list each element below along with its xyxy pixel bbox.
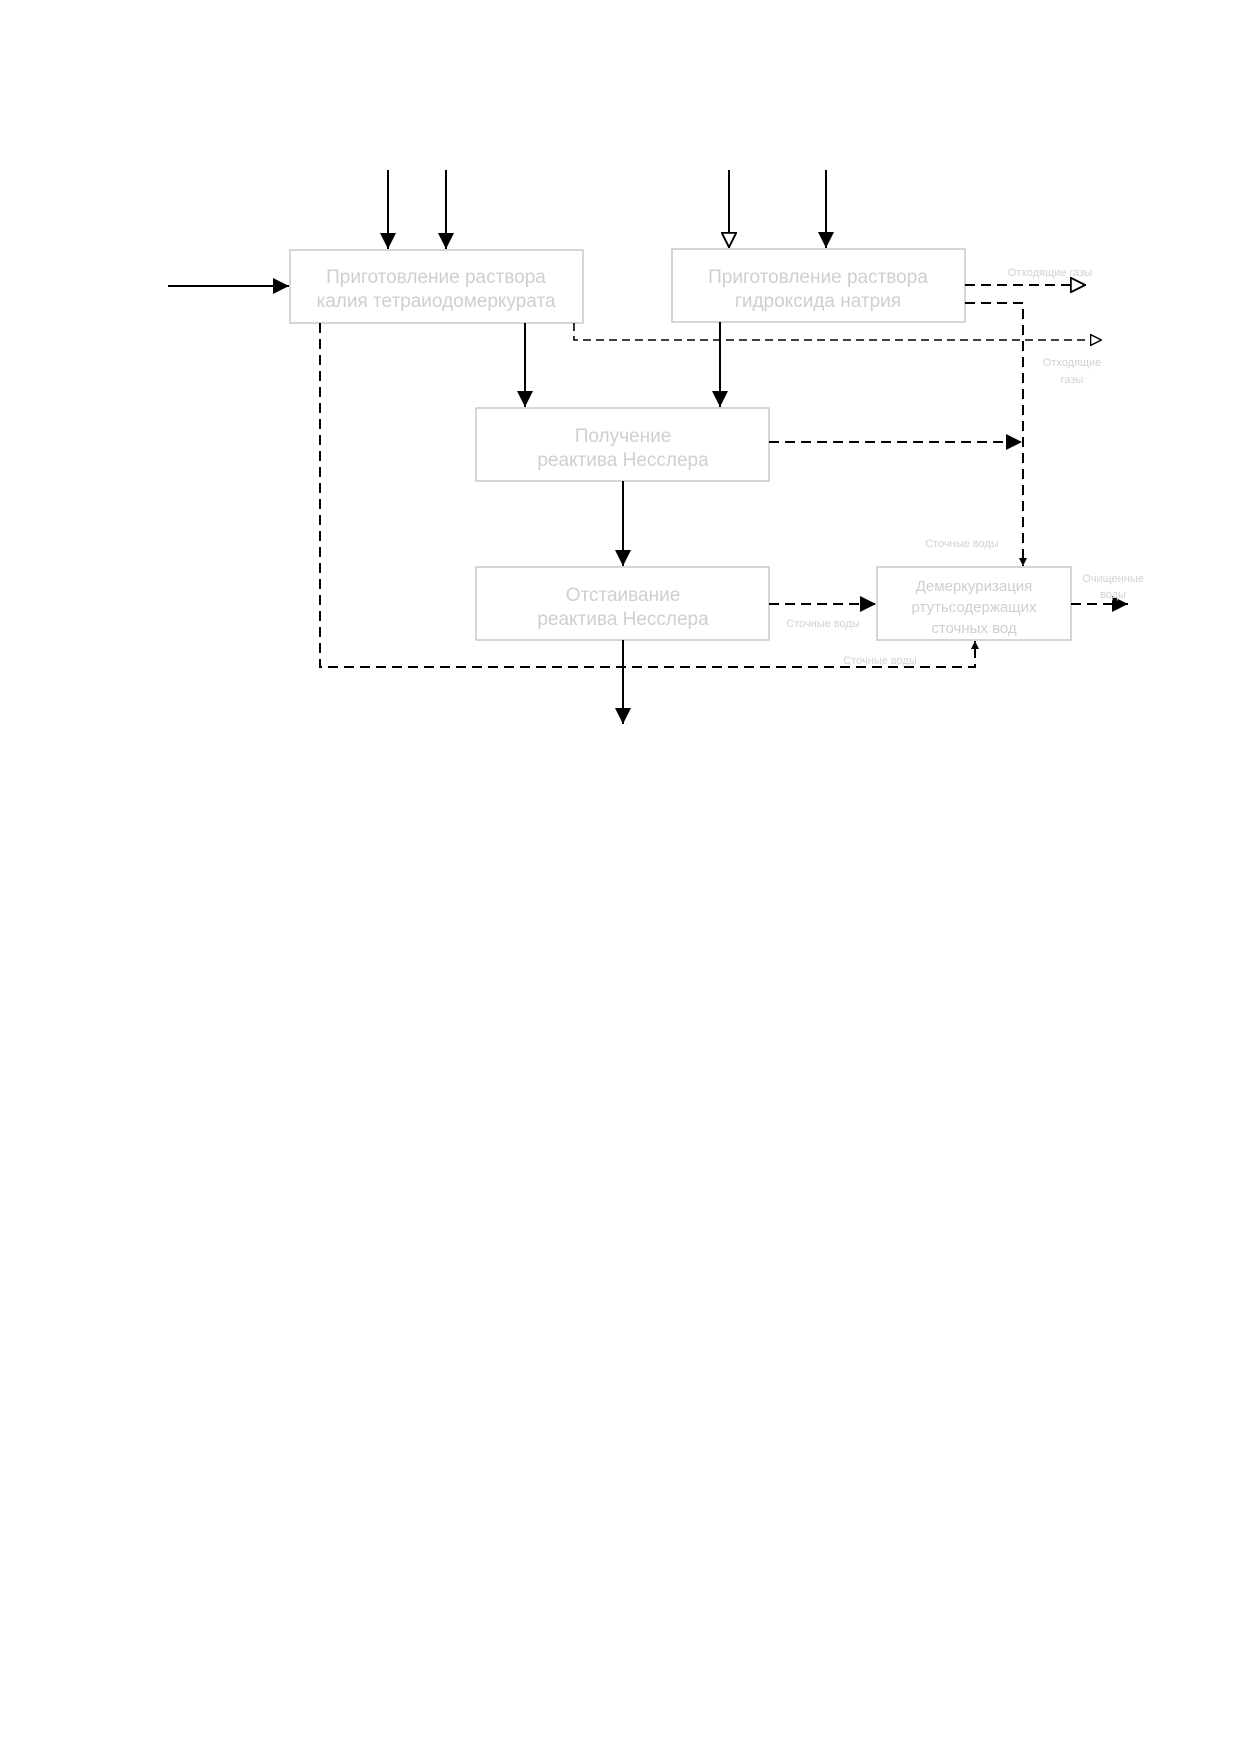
- box-label-line: Приготовление раствора: [708, 267, 928, 288]
- box-sodium-hydroxide: Приготовление раствора гидроксида натрия: [671, 248, 966, 323]
- offgas-arrow-box1: [573, 323, 1102, 340]
- label-treated-water-line1: Очищенные: [1082, 573, 1144, 585]
- wastewater-line-box2-to-box5: [965, 302, 1027, 566]
- box-label-line: калия тетраиодомеркурата: [316, 291, 555, 312]
- label-wastewater-top: Сточные воды: [925, 538, 999, 550]
- box-label-line: Демеркуризация: [916, 578, 1033, 595]
- box-label-line: реактива Несслера: [537, 609, 709, 630]
- box-demercurization: Демеркуризация ртутьсодержащих сточных в…: [876, 566, 1072, 641]
- box-label-line: сточных вод: [931, 620, 1017, 637]
- box-label-line: Получение: [575, 426, 672, 447]
- box-nessler-settling: Отстаивание реактива Несслера: [475, 566, 770, 641]
- box-label-line: Отстаивание: [566, 585, 681, 606]
- box-label-line: Приготовление раствора: [326, 267, 546, 288]
- label-wastewater-box4: Сточные воды: [786, 618, 860, 630]
- label-offgas-mid-line2: газы: [1061, 374, 1084, 386]
- box-label-line: гидроксида натрия: [735, 291, 901, 312]
- box-label-line: ртутьсодержащих: [912, 599, 1037, 616]
- label-treated-water-line2: воды: [1100, 589, 1126, 601]
- box-nessler-preparation: Получение реактива Несслера: [475, 407, 770, 482]
- label-wastewater-bottom: Сточные воды: [843, 655, 917, 667]
- box-kalium-tetraiodomercurate: Приготовление раствора калия тетраиодоме…: [289, 249, 584, 324]
- label-offgas-top: Отходящие газы: [1008, 267, 1092, 279]
- box-label-line: реактива Несслера: [537, 450, 709, 471]
- wastewater-line-box1-to-box5: [319, 323, 979, 668]
- label-offgas-mid-line1: Отходящие: [1043, 357, 1102, 369]
